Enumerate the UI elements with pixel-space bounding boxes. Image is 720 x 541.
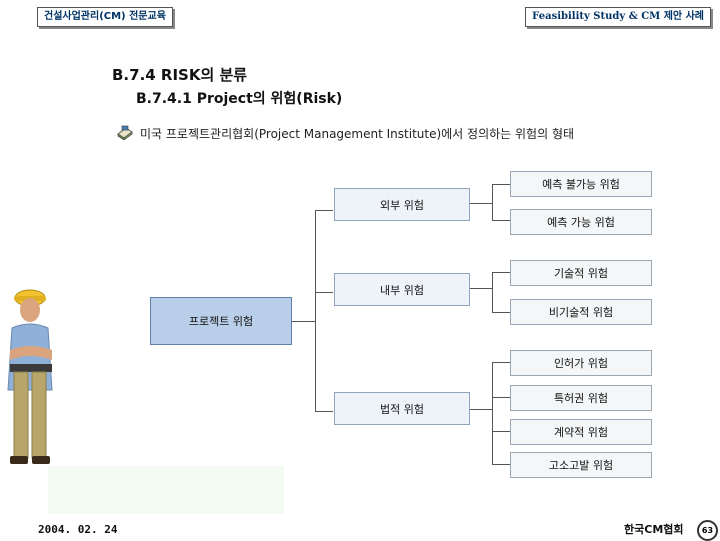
connector-external-leaf-1 (492, 184, 510, 185)
connector-root-trunk (315, 210, 316, 412)
connector-legal (315, 411, 333, 412)
node-label: 외부 위험 (380, 198, 424, 212)
notebook-icon (116, 124, 134, 141)
node-label: 법적 위험 (380, 402, 424, 416)
decorative-panel (48, 466, 284, 514)
node-label: 비기술적 위험 (548, 306, 614, 319)
node-label: 예측 가능 위험 (547, 216, 615, 229)
connector-external-leaf-2 (492, 220, 510, 221)
connector-legal-stub (469, 409, 492, 410)
node-project-risk: 프로젝트 위험 (150, 297, 292, 345)
node-label: 고소고발 위험 (548, 459, 614, 472)
connector-internal-leaf-1 (492, 272, 510, 273)
connector-external-stub (469, 203, 492, 204)
node-patent-risk: 특허권 위험 (510, 385, 652, 411)
connector-external-trunk (492, 184, 493, 220)
topic-tag: Feasibility Study & CM 제안 사례 (525, 7, 711, 27)
node-contract-risk: 계약적 위험 (510, 419, 652, 445)
node-technical-risk: 기술적 위험 (510, 260, 652, 286)
node-label: 인허가 위험 (553, 357, 609, 370)
connector-legal-trunk (492, 362, 493, 464)
footer-organization: 한국CM협회 (624, 523, 684, 536)
connector-legal-leaf-2 (492, 397, 510, 398)
page-number: 63 (697, 520, 718, 541)
node-label: 기술적 위험 (553, 267, 609, 280)
node-label: 예측 불가능 위험 (542, 178, 620, 191)
node-label: 프로젝트 위험 (188, 315, 254, 328)
connector-external (315, 210, 333, 211)
connector-internal-stub (469, 288, 492, 289)
connector-internal-trunk (492, 272, 493, 312)
connector-legal-leaf-4 (492, 464, 510, 465)
node-unpredictable-risk: 예측 불가능 위험 (510, 171, 652, 197)
connector-legal-leaf-1 (492, 362, 510, 363)
node-label: 내부 위험 (380, 283, 424, 297)
section-subtitle: B.7.4.1 Project의 위험(Risk) (136, 91, 343, 107)
node-external-risk: 외부 위험 (334, 188, 470, 221)
connector-root-stub (291, 321, 315, 322)
connector-internal-leaf-2 (492, 312, 510, 313)
intro-text: 미국 프로젝트관리협회(Project Management Institute… (140, 127, 575, 141)
node-permit-risk: 인허가 위험 (510, 350, 652, 376)
node-legal-risk: 법적 위험 (334, 392, 470, 425)
footer-date: 2004. 02. 24 (38, 523, 118, 536)
node-label: 계약적 위험 (553, 426, 609, 439)
section-title: B.7.4 RISK의 분류 (112, 66, 248, 84)
node-predictable-risk: 예측 가능 위험 (510, 209, 652, 235)
node-internal-risk: 내부 위험 (334, 273, 470, 306)
node-label: 특허권 위험 (553, 392, 609, 405)
node-non-technical-risk: 비기술적 위험 (510, 299, 652, 325)
course-tag: 건설사업관리(CM) 전문교육 (37, 7, 173, 27)
connector-legal-leaf-3 (492, 431, 510, 432)
construction-worker-illustration (0, 280, 62, 472)
connector-internal (315, 292, 333, 293)
node-litigation-risk: 고소고발 위험 (510, 452, 652, 478)
